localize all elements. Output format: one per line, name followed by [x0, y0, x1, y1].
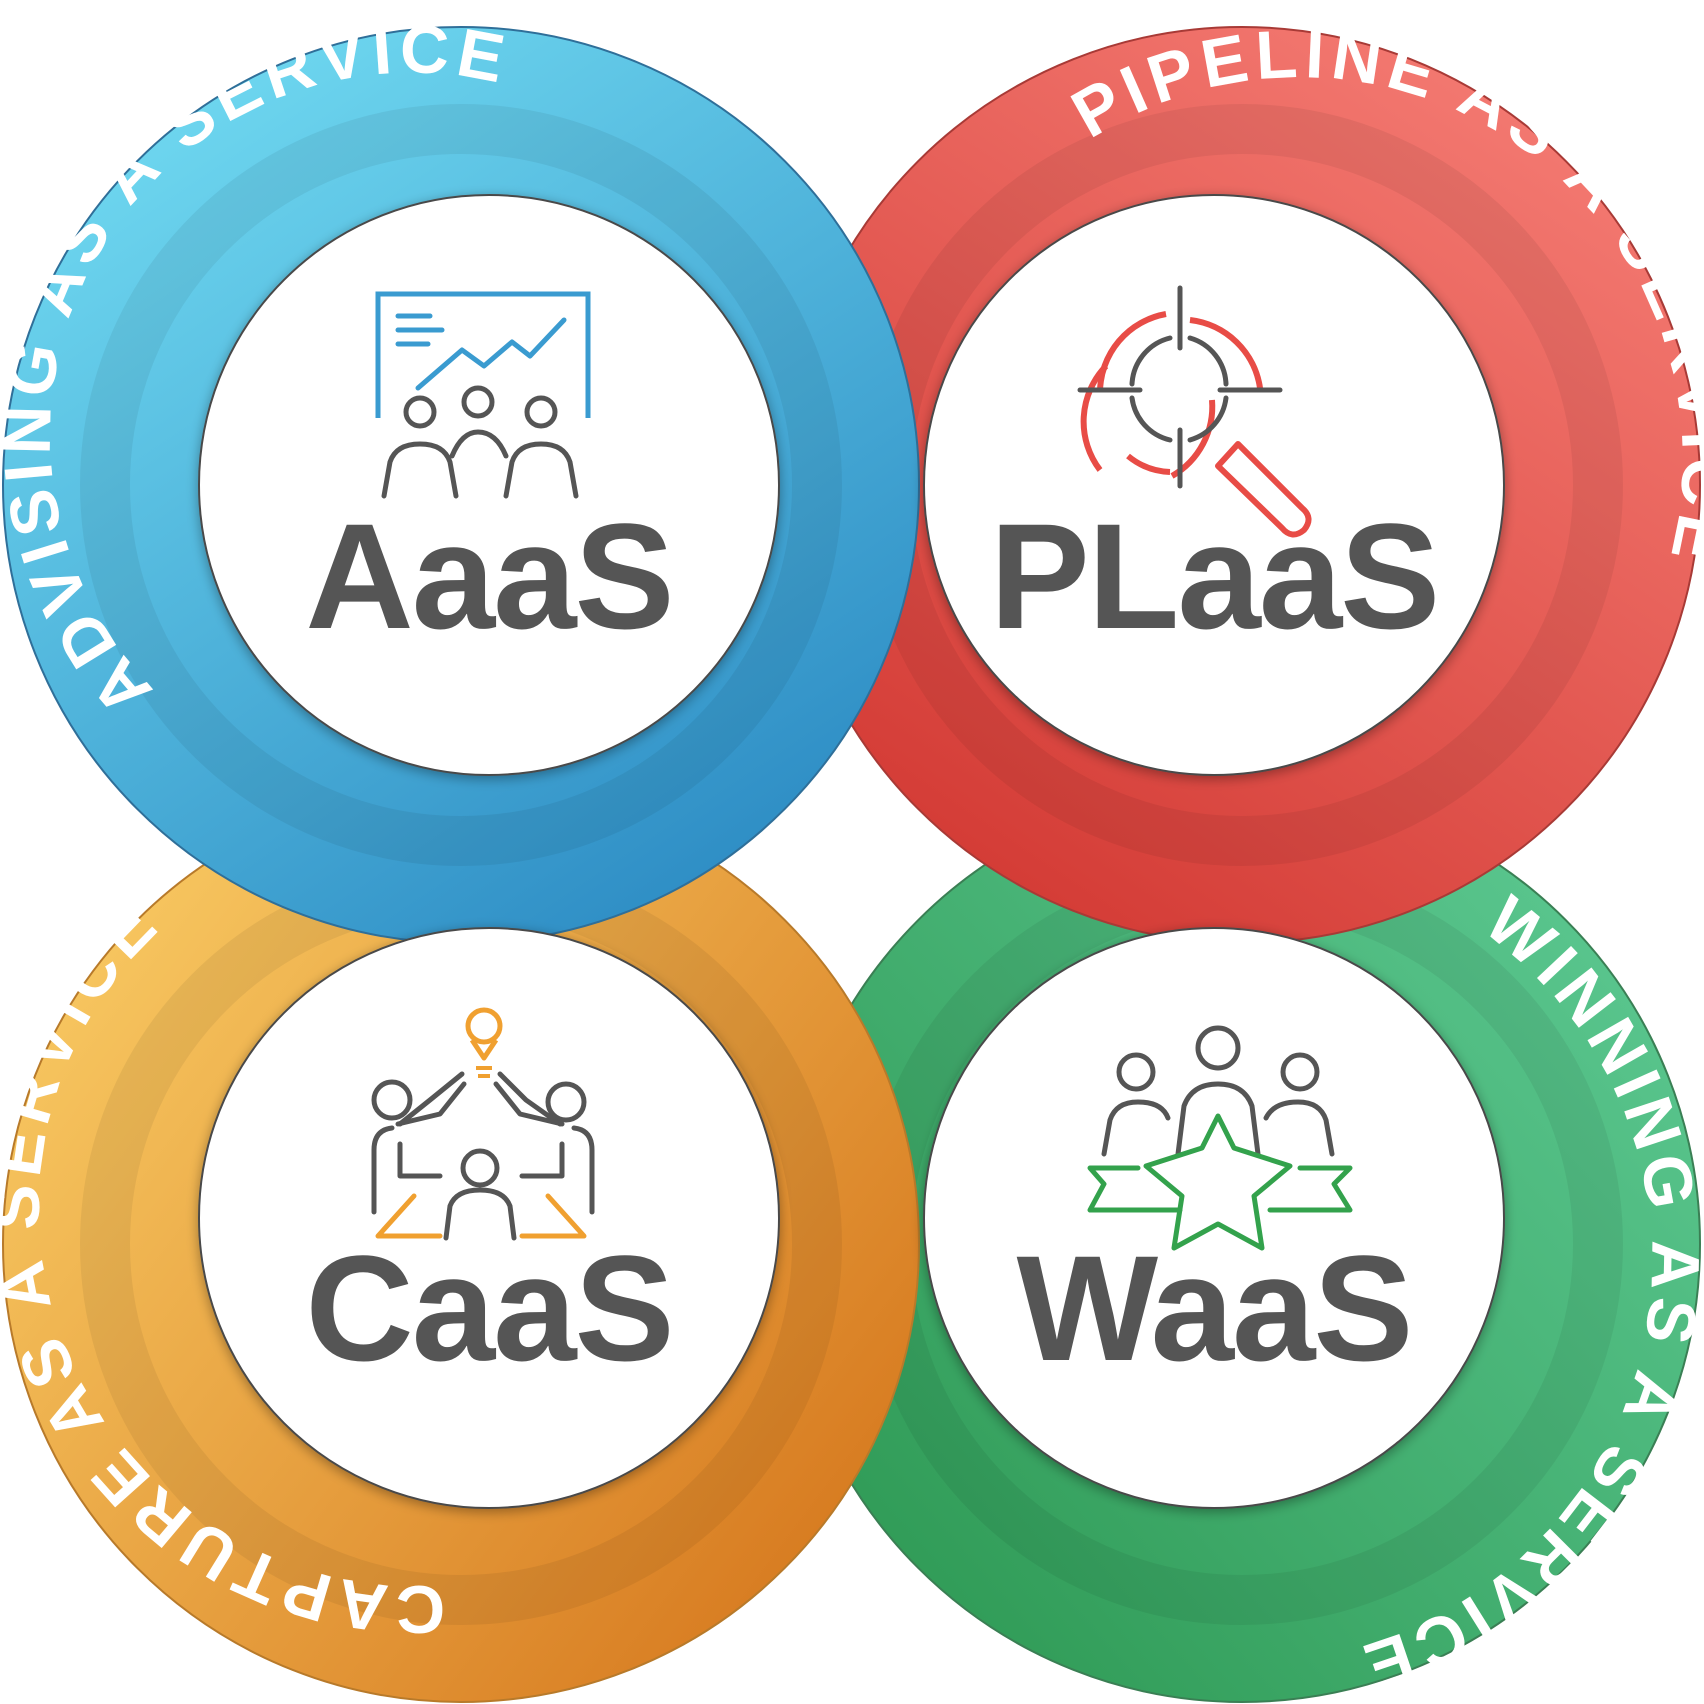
meeting-idea-icon	[371, 1007, 595, 1241]
presentation-team-icon	[375, 291, 591, 499]
target-search-icon	[1077, 285, 1312, 538]
disc-aaas	[198, 194, 780, 776]
acronym-plaas: PLaaS	[990, 492, 1439, 660]
acronym-aaas: AaaS	[305, 492, 672, 660]
acronym-caas: CaaS	[305, 1224, 672, 1392]
disc-caas	[198, 927, 780, 1509]
acronym-waas: WaaS	[1017, 1224, 1412, 1392]
disc-plaas	[923, 194, 1505, 776]
disc-waas	[923, 927, 1505, 1509]
team-star-icon	[1087, 1025, 1353, 1251]
